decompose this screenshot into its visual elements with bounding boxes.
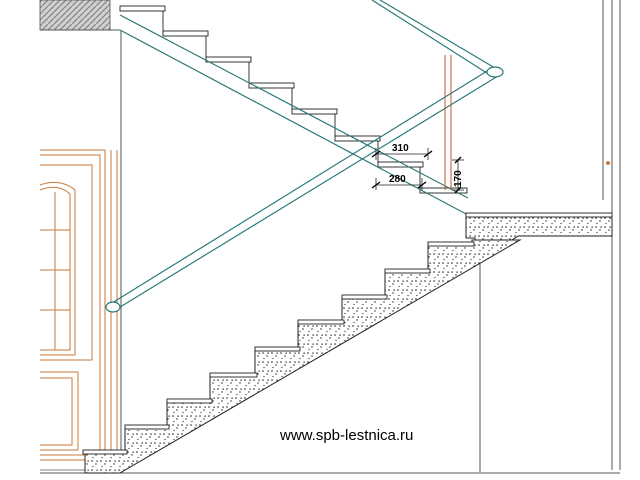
site-url: www.spb-lestnica.ru bbox=[279, 427, 413, 444]
upper-stringer bbox=[119, 0, 496, 216]
landing-top bbox=[465, 212, 613, 218]
lower-flight-treads bbox=[82, 241, 475, 455]
newel-post bbox=[444, 55, 452, 190]
handrail bbox=[105, 66, 504, 313]
dimension-riser: 170 bbox=[453, 170, 464, 187]
upper-flight bbox=[119, 5, 468, 194]
door-trim bbox=[39, 149, 118, 470]
dimension-tread-top: 310 bbox=[392, 143, 409, 154]
dimension-arrow-icon bbox=[371, 150, 462, 194]
dimension-tread-bottom: 280 bbox=[389, 174, 406, 185]
wall-hatch bbox=[39, 0, 111, 31]
upper-flight-risers bbox=[162, 11, 421, 188]
wall-mark bbox=[606, 161, 610, 165]
